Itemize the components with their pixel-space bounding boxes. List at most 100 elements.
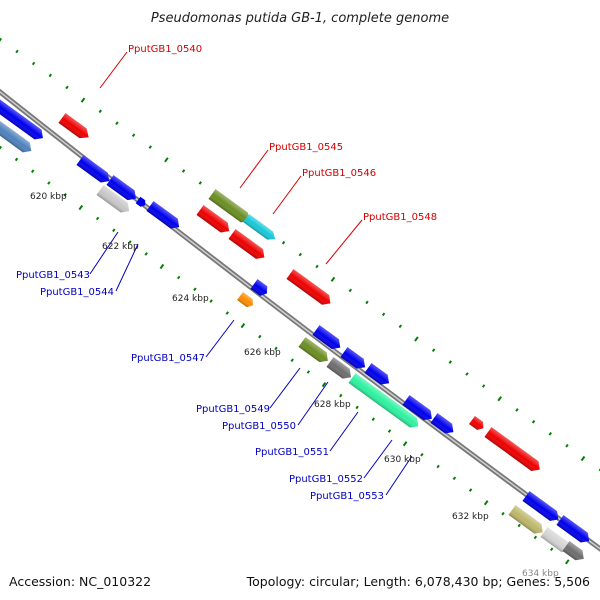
callout-line-0540	[99, 51, 128, 89]
gc-dot	[420, 452, 424, 457]
callout-line-0544	[115, 243, 139, 292]
gc-dot	[452, 476, 457, 481]
gene-0546-arrow[interactable]	[243, 213, 278, 243]
gc-dot	[468, 488, 473, 492]
map-title: Pseudomonas putida GB-1, complete genome	[151, 11, 449, 26]
gc-dot	[209, 299, 213, 303]
gene-0543-arrow[interactable]	[96, 185, 132, 216]
gene-small-red-arrow[interactable]	[469, 415, 486, 432]
gc-dot	[164, 157, 169, 163]
gene-0545-arrow[interactable]	[208, 189, 252, 226]
gc-dot	[258, 334, 262, 339]
gene-steelblue-arrow[interactable]	[0, 119, 35, 156]
callout-line-0546	[272, 175, 302, 215]
gc-dot	[281, 240, 286, 245]
gc-dot	[65, 85, 69, 90]
gc-dot	[321, 381, 327, 388]
gc-dot	[465, 372, 469, 376]
kbp-label-620: 620 kbp	[30, 192, 67, 202]
gene-label-0540[interactable]: PputGB1_0540	[128, 44, 202, 55]
gc-dot	[181, 169, 186, 173]
gene-red-arrow-624b[interactable]	[228, 229, 267, 262]
kbp-label-628: 628 kbp	[314, 400, 351, 410]
gene-khaki-arrow[interactable]	[508, 505, 546, 537]
gene-label-0548[interactable]: PputGB1_0548	[363, 212, 437, 223]
gene-darkgray-arrow[interactable]	[562, 541, 587, 564]
gc-dot	[481, 384, 486, 388]
gene-blue-arrow-618[interactable]	[76, 155, 112, 186]
gene-label-0550[interactable]: PputGB1_0550	[222, 421, 296, 432]
gc-dot	[78, 204, 84, 211]
gc-dot	[31, 61, 36, 66]
gene-0548-arrow[interactable]	[286, 269, 334, 308]
gc-dot	[131, 133, 136, 137]
gc-dot	[398, 324, 402, 329]
callout-line-0553	[385, 455, 413, 496]
gene-0551-arrow[interactable]	[348, 373, 421, 431]
gc-dot	[330, 276, 336, 282]
gene-blue-arrow-628[interactable]	[364, 363, 392, 388]
gc-dot	[15, 49, 19, 54]
gene-red-arrow-634[interactable]	[484, 427, 543, 474]
gc-dot	[128, 240, 132, 244]
gene-red-arrow-624a[interactable]	[196, 205, 232, 236]
gene-blue-arrow-left-edge[interactable]	[0, 99, 46, 143]
gc-dot	[501, 511, 505, 516]
callout-line-0547	[205, 319, 235, 358]
gc-dot	[315, 264, 319, 269]
gc-dot	[177, 275, 181, 280]
gene-0549-arrow[interactable]	[298, 337, 331, 366]
gc-dot	[290, 358, 294, 362]
gene-0553-arrow[interactable]	[430, 413, 456, 437]
gc-dot	[348, 288, 352, 293]
gene-0550-arrow[interactable]	[326, 357, 354, 382]
gc-dot	[115, 121, 119, 125]
gene-lightgray-arrow[interactable]	[540, 527, 573, 556]
gc-dot	[63, 192, 67, 197]
gc-dot	[112, 228, 116, 233]
gene-0552-arrow[interactable]	[402, 395, 435, 424]
gc-dot	[0, 145, 2, 152]
topology-text: Topology: circular; Length: 6,078,430 bp…	[246, 574, 590, 589]
accession-text: Accession: NC_010322	[9, 574, 151, 589]
gc-dot	[548, 431, 552, 436]
gc-dot	[306, 370, 311, 374]
gene-label-0543[interactable]: PputGB1_0543	[16, 270, 90, 281]
gc-dot	[531, 419, 536, 424]
gene-0540-arrow[interactable]	[58, 113, 92, 142]
gene-label-0549[interactable]: PputGB1_0549	[196, 404, 270, 415]
gene-label-0552[interactable]: PputGB1_0552	[289, 474, 363, 485]
gene-blue-arrow-633[interactable]	[556, 515, 592, 546]
gene-label-0553[interactable]: PputGB1_0553	[310, 491, 384, 502]
gc-dot	[550, 547, 554, 551]
gc-dot	[98, 109, 102, 114]
gene-blue-arrow-627[interactable]	[340, 347, 368, 372]
gene-0547-arrow[interactable]	[237, 291, 256, 309]
gene-blue-arrow-625[interactable]	[250, 279, 270, 298]
callout-line-0548	[325, 219, 363, 265]
gene-label-0547[interactable]: PputGB1_0547	[131, 353, 205, 364]
gc-dot	[565, 559, 570, 565]
gene-label-0546[interactable]: PputGB1_0546	[302, 168, 376, 179]
gc-dot	[598, 467, 600, 472]
gene-label-0551[interactable]: PputGB1_0551	[255, 447, 329, 458]
callout-line-0551	[329, 411, 359, 452]
gene-blue-arrow-626[interactable]	[312, 325, 343, 352]
gene-blue-arrow-620[interactable]	[106, 175, 139, 204]
gc-dot	[414, 336, 419, 342]
gene-blue-arrow-621[interactable]	[146, 201, 182, 232]
gene-label-0545[interactable]: PputGB1_0545	[269, 142, 343, 153]
gene-0544-arrow[interactable]	[135, 196, 148, 209]
gc-dot	[240, 322, 246, 329]
gene-blue-arrow-632[interactable]	[522, 491, 561, 524]
gc-dot	[497, 396, 502, 402]
gene-label-0544[interactable]: PputGB1_0544	[40, 287, 114, 298]
callout-line-0543	[89, 231, 119, 275]
gc-dot	[274, 346, 278, 351]
gc-dot	[48, 73, 52, 78]
gc-dot	[387, 429, 392, 433]
gene-track	[0, 99, 592, 564]
gene-callout-lines	[89, 51, 413, 496]
gc-dot	[225, 311, 229, 315]
